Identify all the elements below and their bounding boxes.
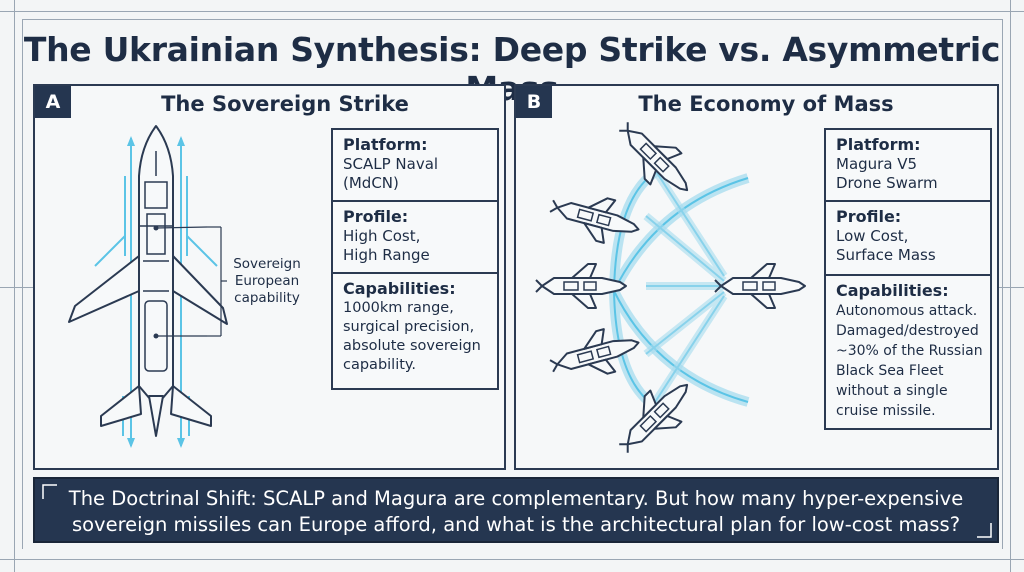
capabilities-text: Autonomous attack. Damaged/destroyed ~30… (836, 303, 983, 419)
profile-row: Profile: High Cost, High Range (333, 202, 497, 274)
capabilities-row: Capabilities: Autonomous attack. Damaged… (826, 276, 990, 428)
panel-a-letter: A (35, 86, 71, 118)
panel-economy-of-mass: B The Economy of Mass (514, 84, 999, 470)
capabilities-text: 1000km range, surgical precision, absolu… (343, 300, 481, 373)
panel-a-info-box: Platform: SCALP Naval (MdCN) Profile: Hi… (331, 128, 499, 390)
platform-label: Platform: (343, 135, 428, 154)
panel-a-title: The Sovereign Strike (161, 92, 409, 116)
doctrinal-shift-banner: The Doctrinal Shift: SCALP and Magura ar… (33, 477, 999, 543)
frame-line-mid-right (999, 287, 1024, 288)
platform-label: Platform: (836, 135, 921, 154)
capabilities-row: Capabilities: 1000km range, surgical pre… (333, 274, 497, 388)
drone-swarm-illustration (535, 109, 806, 466)
frame-line-left (14, 0, 15, 572)
panel-b-letter: B (516, 86, 552, 118)
panel-b-title: The Economy of Mass (638, 92, 894, 116)
profile-text: Low Cost, Surface Mass (836, 227, 936, 264)
frame-line-right (1010, 0, 1011, 572)
frame-line-top (0, 11, 1024, 12)
profile-row: Profile: Low Cost, Surface Mass (826, 202, 990, 276)
frame-line-bottom (0, 559, 1024, 560)
panel-b-info-box: Platform: Magura V5 Drone Swarm Profile:… (824, 128, 992, 430)
platform-row: Platform: SCALP Naval (MdCN) (333, 130, 497, 202)
scalp-missile-illustration (68, 125, 228, 448)
profile-label: Profile: (343, 207, 409, 226)
capabilities-label: Capabilities: (836, 281, 949, 300)
frame-line-top-inner (22, 19, 1002, 20)
frame-line-right-inner (1002, 19, 1003, 549)
banner-corner-brackets (42, 484, 992, 538)
sovereign-capability-callout: Sovereign European capability (233, 256, 301, 306)
profile-label: Profile: (836, 207, 902, 226)
panel-sovereign-strike: A The Sovereign Strike (33, 84, 506, 470)
banner-text: The Doctrinal Shift: SCALP and Magura ar… (68, 487, 964, 536)
profile-text: High Cost, High Range (343, 227, 430, 264)
platform-text: SCALP Naval (MdCN) (343, 155, 439, 192)
platform-text: Magura V5 Drone Swarm (836, 155, 938, 192)
platform-row: Platform: Magura V5 Drone Swarm (826, 130, 990, 202)
frame-line-left-inner (22, 19, 23, 549)
capabilities-label: Capabilities: (343, 279, 456, 298)
frame-line-mid-left (0, 287, 33, 288)
